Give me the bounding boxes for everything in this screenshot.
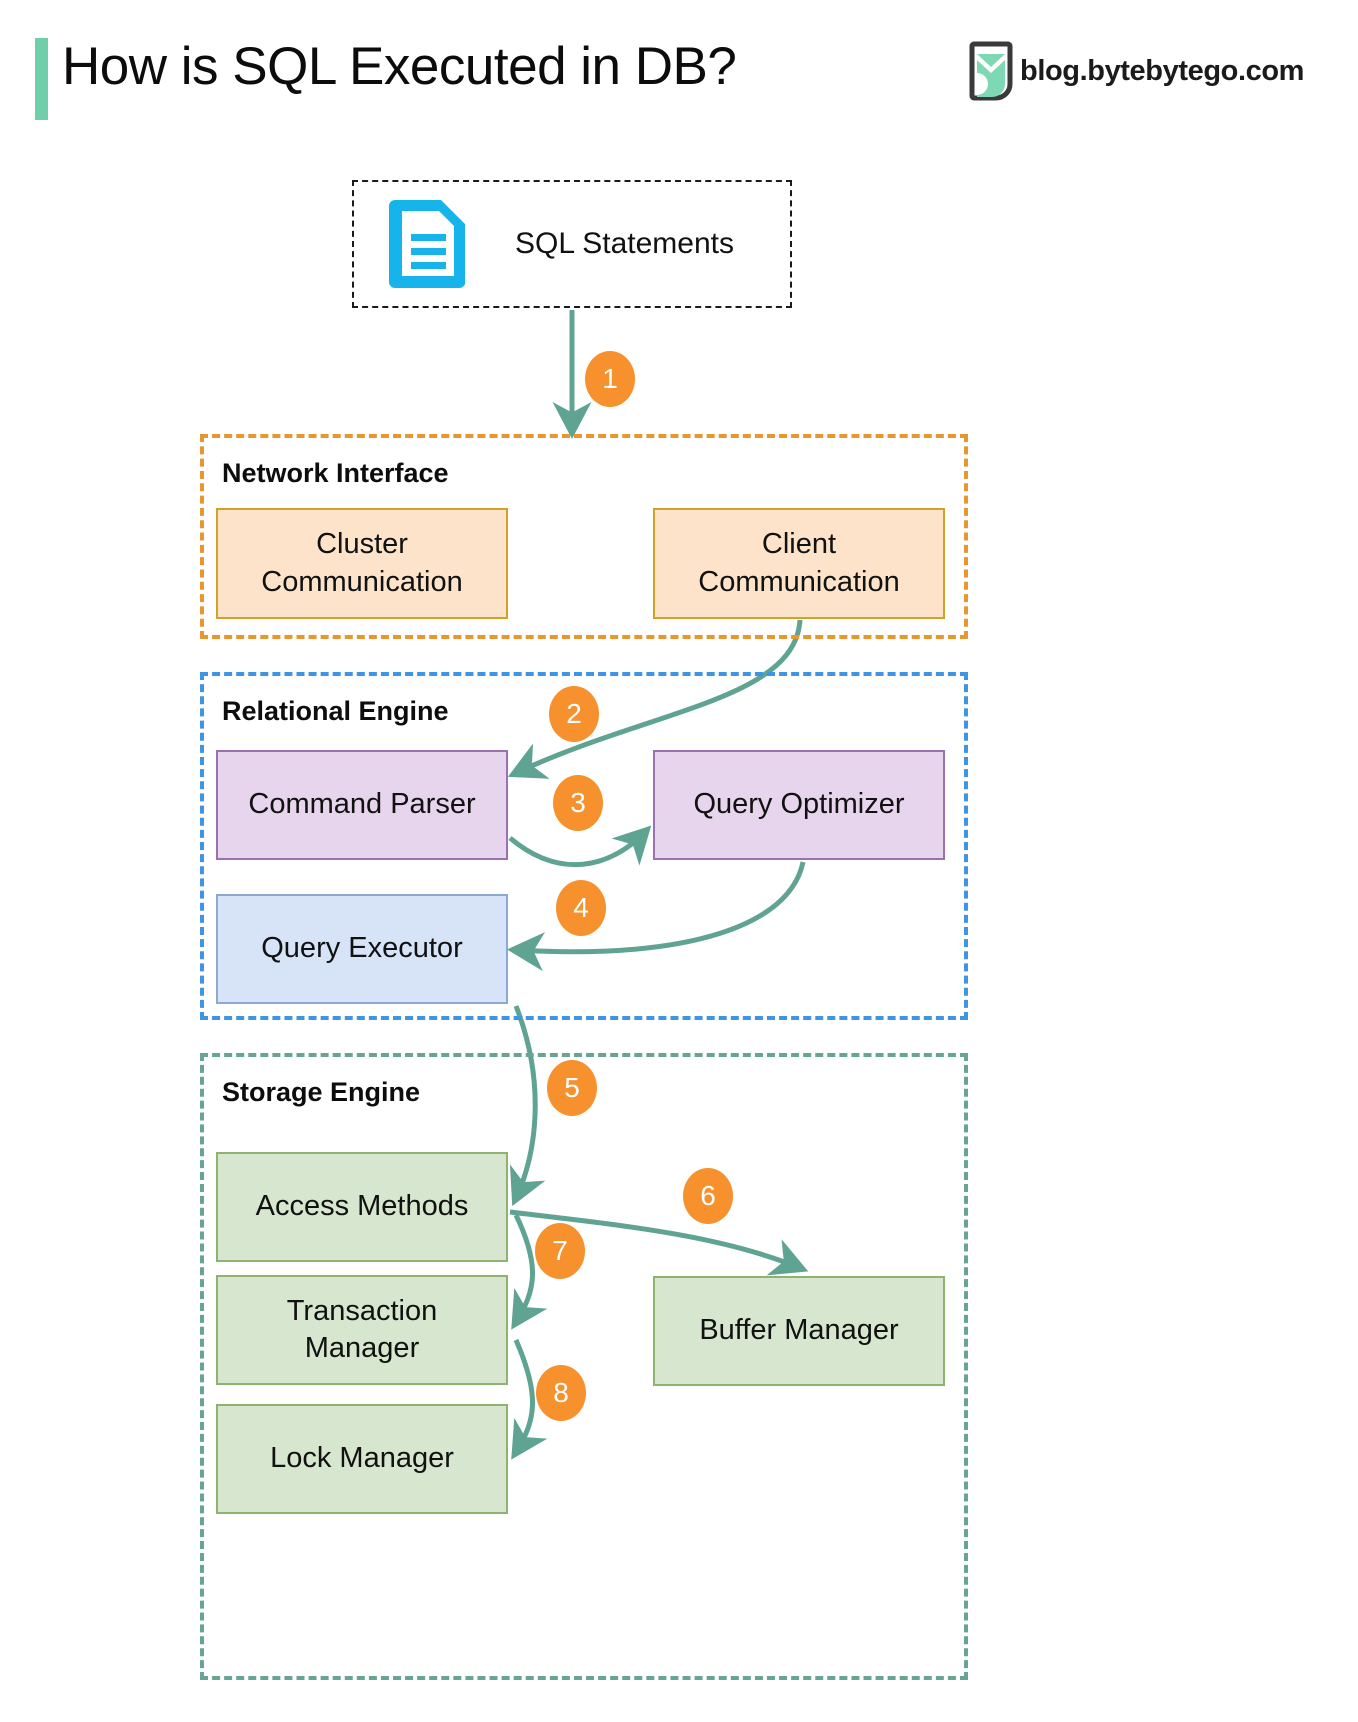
brand-watermark: blog.bytebytego.com (968, 40, 1304, 102)
bytebytego-logo-icon (969, 41, 1013, 101)
step-badge-3: 3 (553, 775, 603, 831)
node-lock-manager-label: Lock Manager (270, 1442, 454, 1475)
group-storage-engine: Storage Engine (200, 1053, 968, 1680)
page-header: How is SQL Executed in DB? blog.bytebyte… (0, 0, 1358, 140)
node-command-parser[interactable]: Command Parser (216, 750, 508, 860)
node-query-optimizer-label: Query Optimizer (693, 788, 905, 821)
node-access-methods[interactable]: Access Methods (216, 1152, 508, 1262)
node-query-executor-label: Query Executor (261, 932, 463, 965)
sql-statements-label: SQL Statements (515, 226, 734, 260)
node-query-executor[interactable]: Query Executor (216, 894, 508, 1004)
group-relational-engine: Relational Engine (200, 672, 968, 1020)
node-access-methods-label: Access Methods (255, 1190, 469, 1223)
step-badge-5: 5 (547, 1060, 597, 1116)
group-network-interface-label: Network Interface (222, 458, 449, 488)
step-badge-6: 6 (683, 1168, 733, 1224)
node-buffer-manager-label: Buffer Manager (699, 1314, 899, 1347)
step-badge-8: 8 (536, 1365, 586, 1421)
node-query-optimizer[interactable]: Query Optimizer (653, 750, 945, 860)
group-relational-engine-label: Relational Engine (222, 696, 449, 726)
step-badge-7: 7 (535, 1223, 585, 1279)
node-command-parser-label: Command Parser (248, 788, 476, 821)
brand-text: blog.bytebytego.com (1020, 54, 1305, 87)
sql-statements-box: SQL Statements (352, 180, 792, 308)
group-storage-engine-label: Storage Engine (222, 1077, 421, 1107)
group-network-interface: Network Interface (200, 434, 968, 639)
document-icon (389, 200, 465, 289)
step-badge-1: 1 (585, 351, 635, 407)
node-lock-manager[interactable]: Lock Manager (216, 1404, 508, 1514)
title-accent-bar (35, 38, 48, 120)
step-badge-2: 2 (549, 686, 599, 742)
node-buffer-manager[interactable]: Buffer Manager (653, 1276, 945, 1386)
page-title: How is SQL Executed in DB? (62, 37, 737, 96)
step-badge-4: 4 (556, 880, 606, 936)
